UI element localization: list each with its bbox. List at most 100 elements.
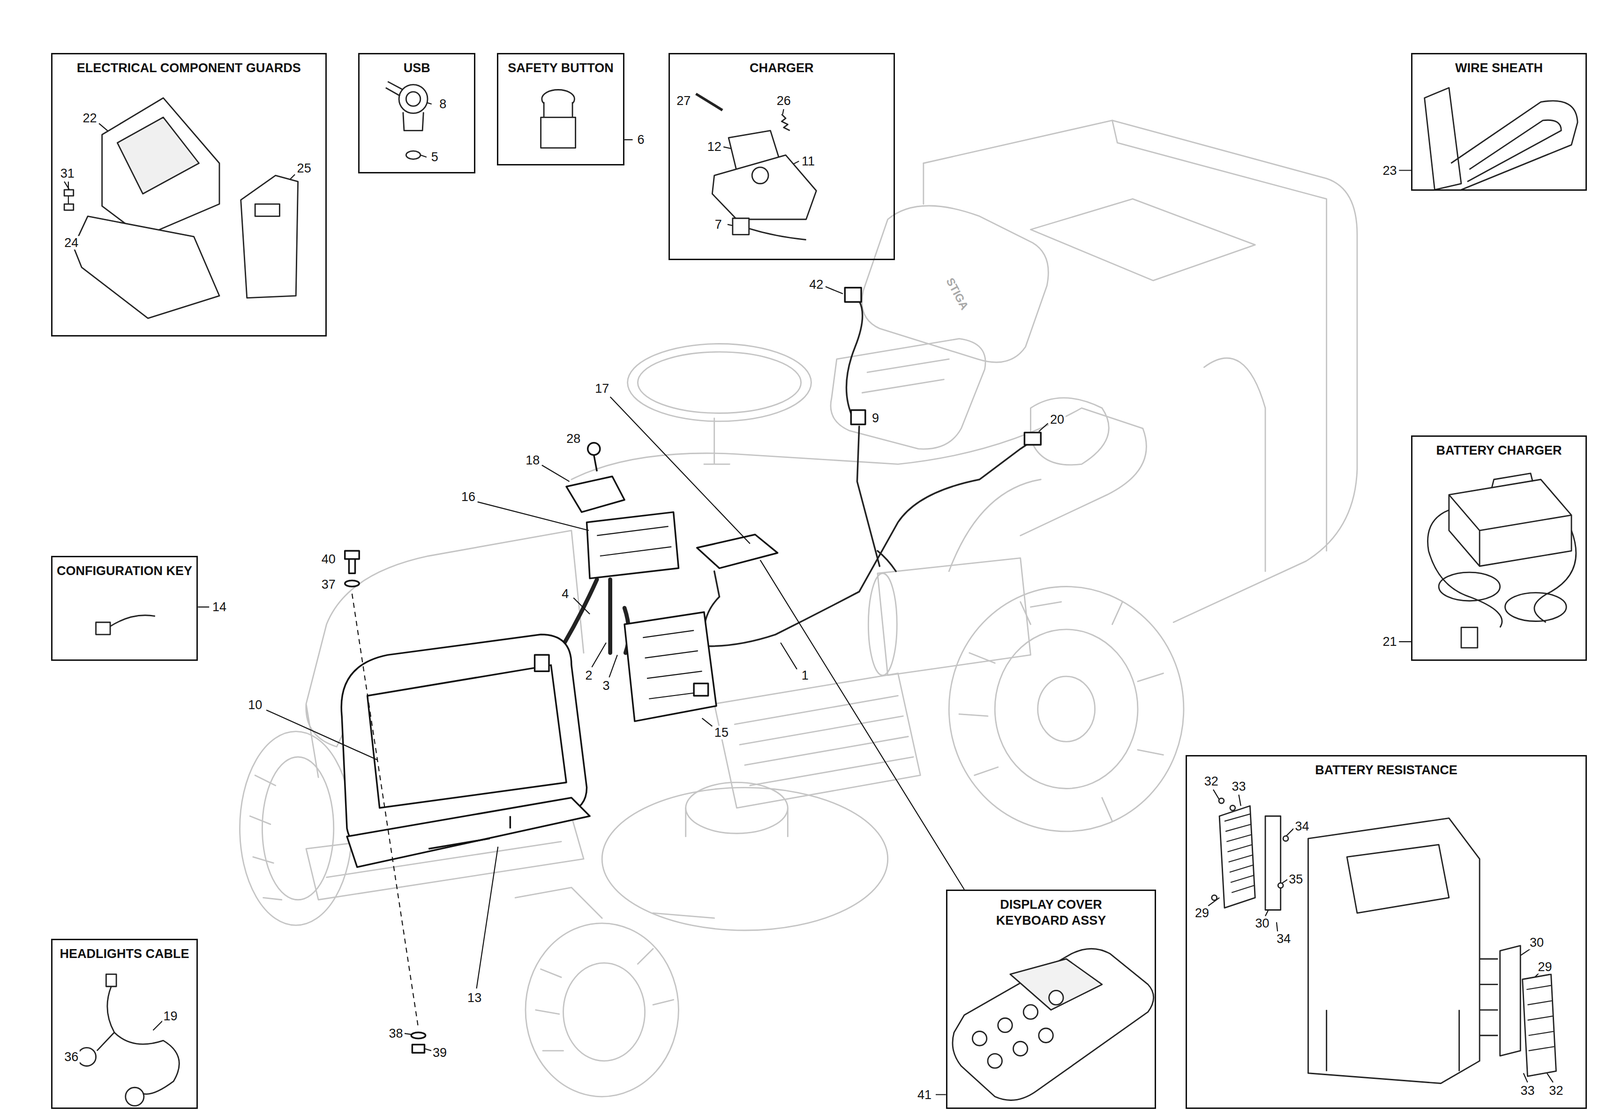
drawing-line — [1500, 946, 1521, 1057]
drawing-line — [345, 580, 360, 587]
callout-number: 23 — [1381, 163, 1399, 178]
drawing-line — [846, 300, 863, 419]
drawing-line — [850, 410, 865, 425]
drawing-line — [685, 808, 789, 837]
drawing-line — [525, 923, 679, 1097]
drawing-line — [948, 479, 1041, 572]
drawing-line — [693, 683, 708, 696]
drawing-line — [877, 558, 1031, 676]
drawing-line — [1479, 959, 1498, 1036]
callout-number: 31 — [59, 166, 76, 181]
drawing-line — [266, 597, 797, 989]
drawing-line — [587, 443, 601, 456]
callout-number: 20 — [1048, 412, 1066, 427]
callout-number: 42 — [807, 277, 825, 292]
drawing-line — [732, 218, 750, 235]
drawing-line — [1424, 87, 1462, 190]
parts-panel: ELECTRICAL COMPONENT GUARDS — [51, 52, 327, 337]
drawing-line — [540, 117, 576, 148]
leader-lines — [64, 102, 1554, 1096]
callout-number: 16 — [459, 490, 477, 504]
electrical-components — [341, 287, 1041, 1053]
callout-number: 32 — [1202, 774, 1220, 789]
callout-number: 29 — [1193, 906, 1211, 921]
drawing-line — [1449, 479, 1572, 567]
callout-number: 1 — [800, 668, 811, 683]
callout-number: 28 — [564, 431, 582, 446]
drawing-line — [1030, 398, 1109, 466]
parts-panel: CHARGER — [668, 52, 895, 261]
drawing-line — [535, 948, 674, 1052]
drawing-line — [948, 586, 1184, 832]
drawing-line — [1346, 844, 1450, 914]
callout-number: 30 — [1528, 936, 1546, 950]
callout-number: 35 — [1287, 872, 1305, 887]
drawing-line — [868, 573, 897, 676]
callout-number: 25 — [295, 161, 313, 176]
drawing-line — [1230, 805, 1236, 811]
drawing-line — [1526, 985, 1555, 1052]
parts-panel: DISPLAY COVER KEYBOARD ASSY — [946, 889, 1157, 1110]
callout-number: 34 — [1293, 819, 1311, 834]
drawing-line — [1219, 805, 1255, 909]
drawing-line — [1024, 432, 1041, 445]
drawing-line — [734, 695, 914, 786]
inset-parts — [64, 81, 1578, 1106]
drawing-line — [952, 948, 1154, 1101]
panel-heading: ELECTRICAL COMPONENT GUARDS — [54, 54, 324, 77]
drawing-line — [385, 81, 404, 96]
drawing-line — [695, 93, 723, 111]
drawing-line — [249, 775, 282, 901]
callout-number: 2 — [583, 668, 594, 683]
drawing-line — [420, 102, 633, 158]
drawing-line — [697, 534, 778, 569]
callout-number: 10 — [246, 698, 264, 713]
drawing-line — [348, 559, 355, 574]
callout-number: 7 — [713, 217, 724, 232]
drawing-line — [64, 203, 74, 211]
drawing-line — [862, 359, 949, 393]
drawing-line — [1438, 572, 1501, 601]
drawing-line — [105, 974, 117, 987]
brand-logo: STIGA — [943, 274, 972, 314]
drawing-line — [1491, 473, 1533, 488]
drawing-line — [125, 1087, 144, 1106]
drawing-line — [844, 287, 862, 302]
drawing-line — [240, 175, 299, 298]
drawing-line — [73, 216, 220, 319]
drawing-line — [714, 673, 921, 809]
drawing-line — [959, 601, 1164, 822]
drawing-line — [1203, 358, 1266, 572]
drawing-line — [972, 1031, 987, 1046]
drawing-line — [477, 286, 1049, 890]
drawing-line — [117, 117, 199, 194]
callout-number: 15 — [713, 725, 730, 740]
drawing-line — [412, 1044, 425, 1053]
parts-panel: WIRE SHEATH — [1411, 52, 1587, 191]
drawing-line — [1049, 990, 1064, 1005]
drawing-line — [398, 84, 428, 114]
drawing-line — [102, 97, 220, 237]
drawing-line — [77, 1047, 96, 1067]
panel-heading: CONFIGURATION KEY — [54, 557, 195, 580]
callout-number: 14 — [210, 600, 228, 615]
drawing-line — [586, 512, 679, 579]
callout-number: 6 — [635, 133, 646, 147]
callout-number: 33 — [1230, 780, 1247, 794]
drawing-line — [637, 352, 801, 414]
panel-heading: BATTERY CHARGER — [1414, 436, 1583, 459]
drawing-line — [1461, 627, 1478, 649]
panel-heading: CHARGER — [672, 54, 892, 77]
panel-heading: DISPLAY COVER KEYBOARD ASSY — [983, 891, 1120, 930]
drawing-line — [197, 170, 1412, 1095]
drawing-line — [1208, 789, 1294, 932]
drawing-line — [663, 440, 1033, 647]
callout-number: 22 — [81, 111, 99, 126]
drawing-line — [543, 102, 573, 118]
parts-panel: USB — [358, 52, 476, 174]
drawing-line — [1265, 816, 1281, 910]
callout-number: 27 — [675, 94, 692, 108]
drawing-line — [352, 593, 419, 1029]
parts-panel: BATTERY RESISTANCE — [1185, 755, 1587, 1110]
